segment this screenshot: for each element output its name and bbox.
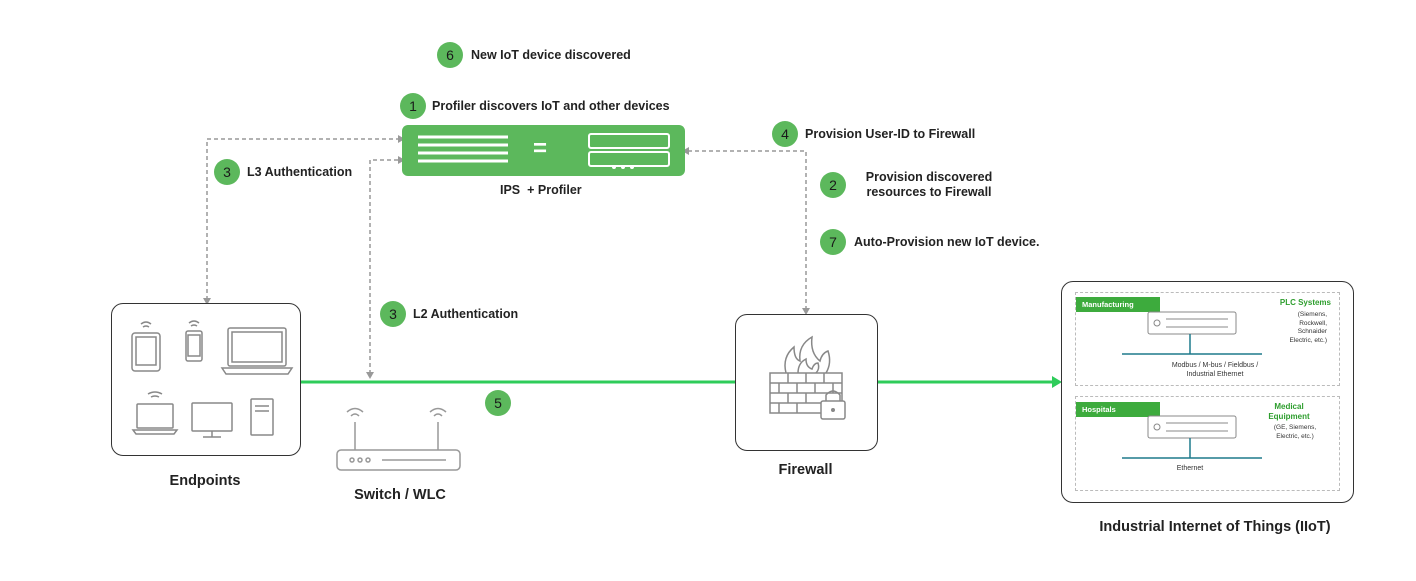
step-label: Profiler discovers IoT and other devices bbox=[432, 98, 670, 113]
plc-systems-title: PLC Systems bbox=[1279, 298, 1331, 307]
step-label: L3 Authentication bbox=[247, 164, 353, 179]
plc-systems-subtitle: (Siemens, Rockwell, Schnaider Electric, … bbox=[1260, 311, 1327, 345]
bus-line: Industrial Ethernet bbox=[1186, 370, 1244, 378]
manufacturing-tag: Manufacturing bbox=[1076, 297, 1160, 312]
step-1: 1 Profiler discovers IoT and other devic… bbox=[400, 93, 670, 119]
equals-sign: = bbox=[533, 135, 548, 162]
step-badge: 3 bbox=[214, 159, 240, 185]
subtitle-line: Schnaider bbox=[1297, 328, 1327, 335]
step-label: New IoT device discovered bbox=[471, 47, 631, 62]
medical-device-icon bbox=[1122, 415, 1262, 459]
step-2: 2 Provision discovered resources to Fire… bbox=[820, 170, 999, 200]
step-badge: 5 bbox=[485, 390, 511, 416]
medical-equipment-subtitle: (GE, Siemens, Electric, etc.) bbox=[1260, 424, 1330, 441]
step-4: 4 Provision User-ID to Firewall bbox=[772, 121, 975, 147]
hospitals-bus-label: Ethernet bbox=[1176, 465, 1204, 472]
ips-caption-a: IPS bbox=[500, 183, 521, 197]
firewall-box bbox=[735, 314, 878, 451]
step-label: Provision User-ID to Firewall bbox=[805, 126, 976, 141]
firewall-caption: Firewall bbox=[778, 462, 833, 478]
step-label: L2 Authentication bbox=[413, 306, 519, 321]
iiot-caption: Industrial Internet of Things (IIoT) bbox=[1099, 519, 1331, 535]
step-6: 6 New IoT device discovered bbox=[437, 42, 631, 68]
step-badge: 4 bbox=[772, 121, 798, 147]
endpoints-caption: Endpoints bbox=[169, 473, 241, 489]
ips-caption-b: + Profiler bbox=[527, 183, 582, 197]
firewall-icon bbox=[769, 335, 846, 420]
bus-line: Modbus / M-bus / Fieldbus / bbox=[1171, 362, 1259, 369]
subtitle-line: (Siemens, bbox=[1297, 311, 1327, 318]
step-badge: 3 bbox=[380, 301, 406, 327]
switch-caption: Switch / WLC bbox=[354, 487, 446, 503]
firewall-provision-path bbox=[689, 150, 807, 310]
endpoint-devices-icon bbox=[131, 320, 294, 438]
manufacturing-bus-label: Modbus / M-bus / Fieldbus / Industrial E… bbox=[1150, 362, 1280, 379]
link-arrowhead bbox=[1052, 376, 1062, 388]
step-badge: 6 bbox=[437, 42, 463, 68]
hospitals-tag: Hospitals bbox=[1076, 402, 1160, 417]
manufacturing-section bbox=[1075, 292, 1340, 386]
ips-profiler-appliance: = bbox=[402, 125, 685, 176]
appliance-icon bbox=[418, 133, 670, 169]
endpoints-box bbox=[111, 303, 301, 456]
l2-auth-path bbox=[369, 159, 398, 374]
l3-auth-path bbox=[206, 138, 398, 300]
subtitle-line: Rockwell, bbox=[1299, 319, 1327, 327]
subtitle-line: Electric, etc.) bbox=[1289, 336, 1327, 344]
ips-caption: IPS + Profiler bbox=[500, 183, 582, 197]
step-3-l3: 3 L3 Authentication bbox=[214, 159, 352, 185]
step-7: 7 Auto-Provision new IoT device. bbox=[820, 229, 1039, 255]
title-line: Medical bbox=[1274, 402, 1304, 411]
title-line: Equipment bbox=[1268, 412, 1310, 421]
step-label: Provision discovered resources to Firewa… bbox=[865, 170, 993, 199]
subtitle-line: (GE, Siemens, bbox=[1273, 424, 1317, 431]
step-label: Auto-Provision new IoT device. bbox=[854, 234, 1040, 249]
step-badge: 2 bbox=[820, 172, 846, 198]
plc-device-icon bbox=[1122, 311, 1262, 355]
subtitle-line: Electric, etc.) bbox=[1276, 432, 1314, 440]
step-badge: 1 bbox=[400, 93, 426, 119]
step-5: 5 bbox=[485, 390, 511, 416]
step-3-l2: 3 L2 Authentication bbox=[380, 301, 518, 327]
medical-equipment-title: Medical Equipment bbox=[1250, 402, 1328, 422]
switch-wlc-icon bbox=[336, 407, 461, 471]
step-badge: 7 bbox=[820, 229, 846, 255]
hospitals-section bbox=[1075, 396, 1340, 491]
